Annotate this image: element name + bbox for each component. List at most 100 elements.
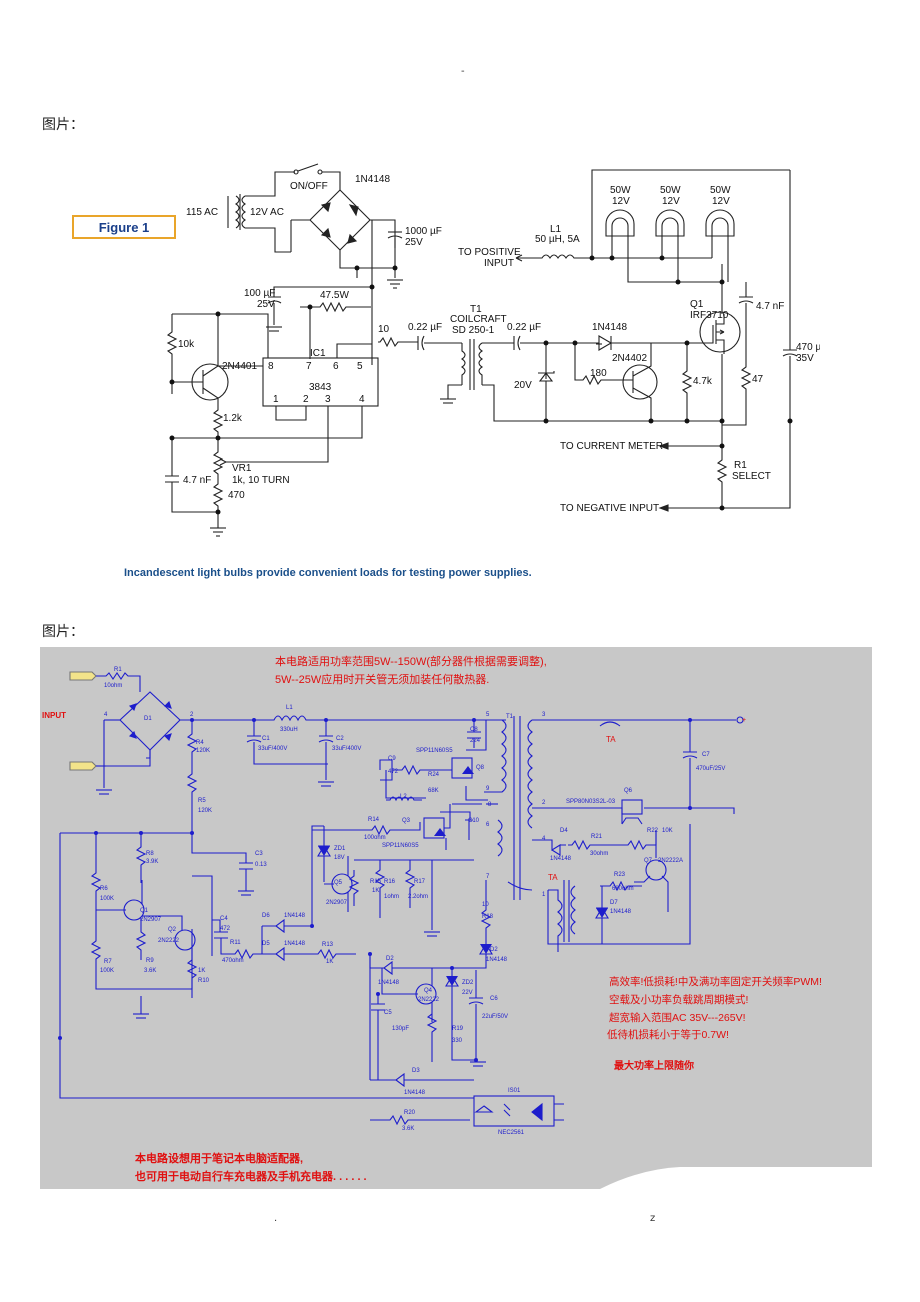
fig2-d2b: D2 bbox=[386, 956, 394, 962]
fig2-r9: R9 bbox=[146, 958, 154, 964]
figure1-badge-text: Figure 1 bbox=[99, 220, 150, 235]
fig2-title-line2: 5W--25W应用时开关管无须加装任何散热器. bbox=[275, 672, 489, 686]
fig2-l1: L1 bbox=[286, 705, 293, 711]
label-bulb3-w: 50W bbox=[710, 185, 731, 196]
figure2-junctions bbox=[58, 718, 692, 1062]
fig2-r23: R23 bbox=[614, 872, 626, 878]
fig2-n2-left: 2 bbox=[190, 712, 194, 718]
label-vr1: VR1 bbox=[232, 463, 252, 474]
label-2n4401: 2N4401 bbox=[222, 361, 257, 372]
fig2-zd2: ZD2 bbox=[462, 980, 474, 986]
fig2-c3v: 0.13 bbox=[255, 862, 267, 868]
figure2-component-labels: R1 10ohm D1 L1 330uH C1 33uF/400V C2 33u… bbox=[100, 667, 746, 1136]
fig2-n1: 1 bbox=[542, 892, 546, 898]
fig2-bottom-line2: 也可用于电动自行车充电器及手机充电器. . . . . . bbox=[135, 1169, 367, 1183]
fig2-d2: D2 bbox=[490, 947, 498, 953]
label-pin5: 5 bbox=[357, 361, 363, 372]
fig2-r14: R14 bbox=[368, 817, 380, 823]
label-20v: 20V bbox=[514, 380, 532, 391]
label-47nf-b: 4.7 nF bbox=[183, 475, 211, 486]
fig2-l1v: 330uH bbox=[280, 727, 298, 733]
fig2-r14v: 100ohm bbox=[364, 835, 386, 841]
fig2-r21: R21 bbox=[591, 834, 603, 840]
fig2-q7: Q7 bbox=[644, 858, 653, 864]
fig2-plus: + bbox=[742, 717, 746, 724]
label-cap-main: 1000 µF bbox=[405, 226, 442, 237]
fig2-r16: R16 bbox=[384, 879, 396, 885]
fig2-n2-right: 2 bbox=[542, 800, 546, 806]
fig2-d4: D4 bbox=[560, 828, 568, 834]
figure1-badge: Figure 1 bbox=[72, 215, 176, 239]
label-1n4148: 1N4148 bbox=[592, 322, 627, 333]
fig2-d7: D7 bbox=[610, 900, 618, 906]
label-bulb3-v: 12V bbox=[712, 196, 730, 207]
label-irf3710: IRF3710 bbox=[690, 310, 729, 321]
fig2-c5v: 130pF bbox=[392, 1026, 409, 1032]
figure1-labels: 115 AC 12V AC ON/OFF 1N4148 1000 µF 25V … bbox=[178, 174, 820, 514]
fig2-feature-1: 高效率!低损耗!中及满功率固定开关频率PWM! bbox=[609, 975, 822, 988]
fig2-r23v: 680ohm bbox=[612, 886, 634, 892]
fig2-r19: R19 bbox=[452, 1026, 464, 1032]
fig2-r7v: 100K bbox=[100, 968, 114, 974]
fig2-feature-4: 低待机损耗小于等于0.7W! bbox=[607, 1028, 729, 1041]
fig2-q8: Q8 bbox=[476, 765, 485, 771]
fig2-d1: D1 bbox=[144, 716, 152, 722]
fig2-ic1v: NEC2561 bbox=[498, 1130, 525, 1136]
label-current-meter: TO CURRENT METER bbox=[560, 441, 663, 452]
fig2-c10: C10 bbox=[468, 818, 480, 824]
fig2-zd1v: 18V bbox=[334, 855, 345, 861]
figure2-schematic: 本电路适用功率范围5W--150W(部分器件根据需要调整), 5W--25W应用… bbox=[42, 654, 872, 1189]
label-onoff: ON/OFF bbox=[290, 181, 328, 192]
fig2-r15v: 1K bbox=[372, 888, 379, 894]
label-bulb2-v: 12V bbox=[662, 196, 680, 207]
fig2-d6v: 1N4148 bbox=[284, 913, 306, 919]
fig2-c2: C2 bbox=[336, 736, 344, 742]
label-470: 470 bbox=[228, 490, 245, 501]
label-pin7: 7 bbox=[306, 361, 312, 372]
fig2-r18v: 10 bbox=[482, 902, 489, 908]
fig2-r13v: 1K bbox=[326, 959, 333, 965]
fig2-zd1: ZD1 bbox=[334, 846, 346, 852]
fig2-q5: Q5 bbox=[334, 880, 343, 886]
figure1-caption: Incandescent light bulbs provide conveni… bbox=[124, 567, 532, 579]
label-180: 180 bbox=[590, 368, 607, 379]
label-q1: Q1 bbox=[690, 299, 704, 310]
label-cap022a: 0.22 µF bbox=[408, 322, 442, 333]
footer-right-mark: z bbox=[650, 1213, 656, 1224]
label-470uf: 470 µF bbox=[796, 342, 820, 353]
fig2-n4-right: 4 bbox=[542, 836, 546, 842]
label-t1: T1 bbox=[470, 304, 482, 315]
fig2-d5: D5 bbox=[262, 941, 270, 947]
fig2-r8v: 3.9K bbox=[146, 859, 158, 865]
fig2-r4: R4 bbox=[196, 740, 204, 746]
fig2-q2v: 2N2222 bbox=[158, 938, 180, 944]
label-positive2: INPUT bbox=[484, 258, 514, 269]
fig2-n5: 5 bbox=[486, 712, 490, 718]
fig2-bottom-line1: 本电路设想用于笔记本电脑适配器, bbox=[135, 1151, 303, 1165]
fig2-r18: R18 bbox=[482, 914, 494, 920]
fig2-c6: C6 bbox=[490, 996, 498, 1002]
label-vr1-val: 1k, 10 TURN bbox=[232, 475, 290, 486]
fig2-c5: C5 bbox=[384, 1010, 392, 1016]
fig2-r10: 1K bbox=[198, 968, 205, 974]
label-l1-val: 50 µH, 5A bbox=[535, 234, 580, 245]
label-pin6: 6 bbox=[333, 361, 339, 372]
label-bulb1-w: 50W bbox=[610, 185, 631, 196]
fig2-r17v: 2.2ohm bbox=[408, 894, 428, 900]
fig2-q6: Q6 bbox=[624, 788, 633, 794]
fig2-c9v: 472 bbox=[388, 769, 399, 775]
fig2-r21v: 30ohm bbox=[590, 851, 608, 857]
label-47nf-a: 4.7 nF bbox=[756, 301, 784, 312]
page-top-mark: - bbox=[461, 66, 465, 77]
fig2-c1: C1 bbox=[262, 736, 270, 742]
fig2-t1: T1 bbox=[506, 714, 514, 720]
fig2-feature-2: 空载及小功率负载跳周期模式! bbox=[609, 993, 748, 1006]
label-cap022b: 0.22 µF bbox=[507, 322, 541, 333]
fig2-r13: R13 bbox=[322, 942, 334, 948]
label-47w: 47.5W bbox=[320, 290, 349, 301]
fig2-r10v: R10 bbox=[198, 978, 210, 984]
label-bulb2-w: 50W bbox=[660, 185, 681, 196]
fig2-q6part: SPP80N03S2L-03 bbox=[566, 799, 616, 805]
fig2-n9: 9 bbox=[486, 786, 490, 792]
label-10k: 10k bbox=[178, 339, 195, 350]
